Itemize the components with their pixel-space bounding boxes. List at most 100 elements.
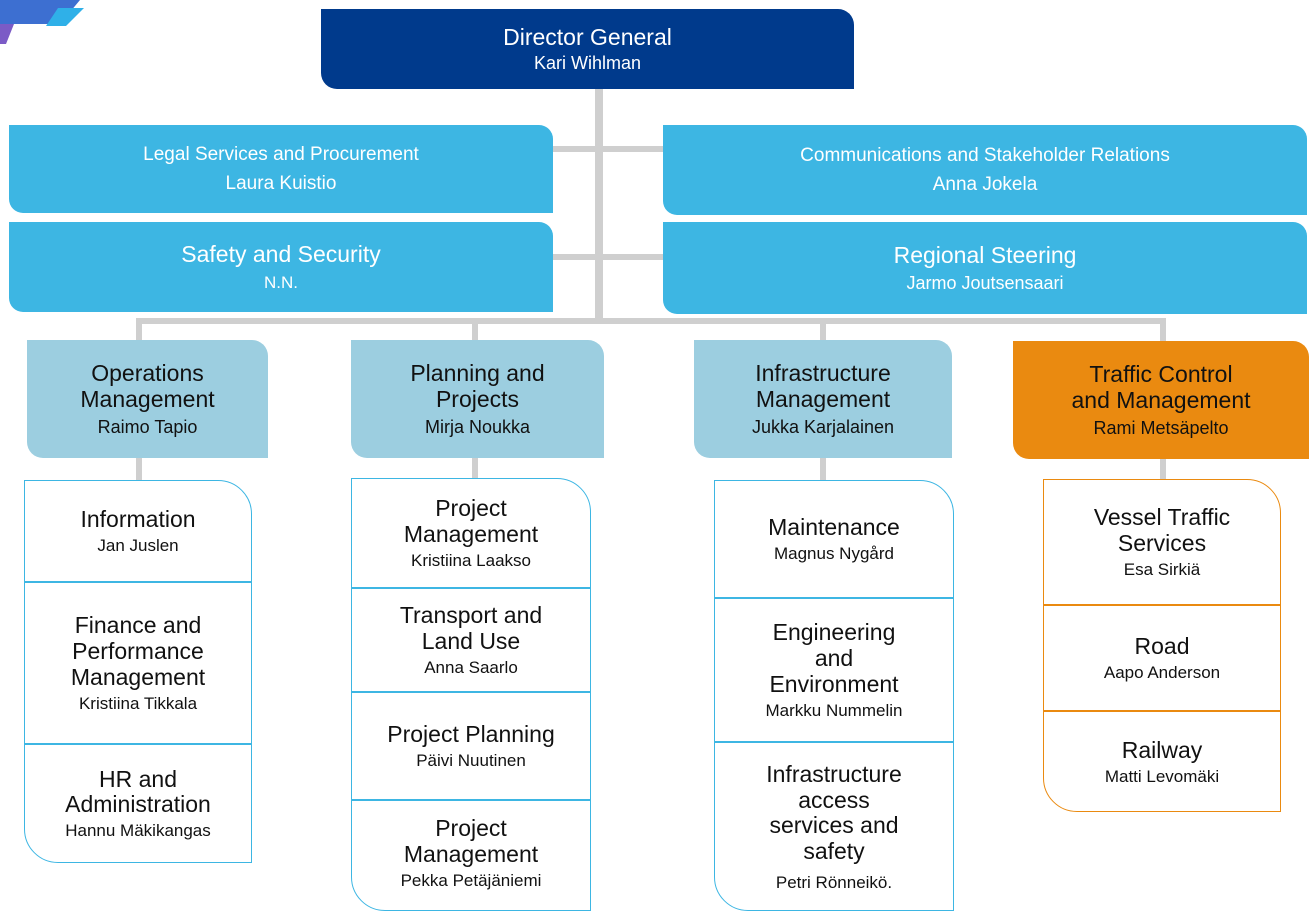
unit-title-line: Project Planning [387, 721, 555, 748]
unit-maintenance: Maintenance Magnus Nygård [715, 481, 953, 597]
unit-title-line: Infrastructure [766, 760, 902, 787]
connector-staff-row1 [550, 146, 666, 152]
unit-title-line: Information [80, 506, 196, 533]
units-infrastructure-management: Maintenance Magnus Nygård Engineering an… [714, 480, 954, 911]
unit-head-name: Matti Levomäki [1104, 766, 1220, 786]
unit-divider [25, 581, 251, 583]
department-title-line: Planning and [410, 360, 545, 387]
staff-unit-legal: Legal Services and Procurement Laura Kui… [9, 125, 553, 213]
unit-divider [352, 587, 590, 589]
unit-road: Road Aapo Anderson [1044, 606, 1280, 710]
unit-divider [1044, 604, 1280, 606]
unit-transport-land-use: Transport and Land Use Anna Saarlo [352, 589, 590, 691]
unit-head-name: Aapo Anderson [1103, 662, 1221, 682]
unit-vessel-traffic: Vessel Traffic Services Esa Sirkiä [1044, 480, 1280, 604]
unit-title-line: Vessel Traffic [1093, 504, 1231, 531]
unit-title-line: Project [435, 495, 507, 522]
unit-project-planning: Project Planning Päivi Nuutinen [352, 693, 590, 799]
unit-title-line: Land Use [421, 627, 521, 654]
staff-unit-name: Laura Kuistio [225, 172, 337, 194]
staff-unit-title: Communications and Stakeholder Relations [800, 145, 1170, 167]
unit-divider [1044, 710, 1280, 712]
department-title-line: and Management [1071, 386, 1251, 413]
unit-head-name: Kristiina Tikkala [78, 693, 198, 713]
units-operations-management: Information Jan Juslen Finance and Perfo… [24, 480, 252, 863]
department-infrastructure-management: Infrastructure Management Jukka Karjalai… [694, 340, 952, 458]
connector-dept-3 [820, 318, 826, 342]
unit-title-line: services and [769, 812, 899, 839]
unit-divider [25, 743, 251, 745]
director-name: Kari Wihlman [533, 53, 642, 74]
staff-unit-title: Regional Steering [893, 241, 1077, 268]
staff-unit-title: Safety and Security [181, 240, 381, 267]
logo-fragment [0, 0, 84, 44]
unit-engineering-environment: Engineering and Environment Markku Numme… [715, 599, 953, 741]
department-traffic-control: Traffic Control and Management Rami Mets… [1013, 341, 1309, 459]
units-traffic-control: Vessel Traffic Services Esa Sirkiä Road … [1043, 479, 1281, 812]
department-title-line: Management [80, 385, 215, 412]
connector-trunk [595, 87, 603, 323]
unit-hr-administration: HR and Administration Hannu Mäkikangas [25, 745, 251, 862]
unit-title-line: Administration [65, 791, 211, 818]
unit-head-name: Petri Rönneikö. [775, 872, 893, 892]
department-operations-management: Operations Management Raimo Tapio [27, 340, 268, 458]
connector-units-1 [136, 456, 142, 482]
unit-head-name: Hannu Mäkikangas [65, 821, 211, 841]
staff-unit-name: N.N. [264, 273, 298, 293]
unit-title-line: Management [70, 663, 206, 690]
unit-divider [715, 741, 953, 743]
unit-title-line: HR and [99, 765, 177, 792]
connector-units-3 [820, 456, 826, 482]
connector-staff-row2 [550, 254, 666, 260]
department-head-name: Rami Metsäpelto [1093, 417, 1229, 438]
unit-project-management-2: Project Management Pekka Petäjäniemi [352, 801, 590, 905]
department-head-name: Jukka Karjalainen [751, 416, 895, 437]
unit-head-name: Anna Saarlo [424, 657, 518, 677]
unit-information: Information Jan Juslen [25, 481, 251, 581]
department-title-line: Traffic Control [1089, 361, 1233, 388]
unit-title-line: Finance and [74, 612, 202, 639]
unit-title-line: Engineering [772, 619, 896, 646]
connector-dept-1 [136, 318, 142, 342]
staff-unit-communications: Communications and Stakeholder Relations… [663, 125, 1307, 215]
staff-unit-regional-steering: Regional Steering Jarmo Joutsensaari [663, 222, 1307, 314]
unit-head-name: Magnus Nygård [773, 543, 894, 563]
unit-title-line: Services [1117, 529, 1207, 556]
unit-title-line: Maintenance [768, 514, 900, 541]
unit-title-line: Performance [72, 638, 204, 665]
unit-head-name: Markku Nummelin [765, 700, 903, 720]
unit-infrastructure-access: Infrastructure access services and safet… [715, 743, 953, 910]
connector-dept-2 [472, 318, 478, 342]
department-head-name: Raimo Tapio [97, 416, 198, 437]
unit-title-line: Environment [769, 670, 899, 697]
unit-divider [352, 691, 590, 693]
staff-unit-title: Legal Services and Procurement [143, 144, 419, 166]
unit-head-name: Kristiina Laakso [410, 550, 531, 570]
unit-title-line: Transport and [399, 602, 543, 629]
director-title: Director General [503, 23, 672, 50]
unit-title-line: Management [403, 840, 539, 867]
staff-unit-name: Jarmo Joutsensaari [906, 273, 1064, 294]
unit-head-name: Jan Juslen [97, 535, 179, 555]
department-planning-projects: Planning and Projects Mirja Noukka [351, 340, 604, 458]
unit-divider [715, 597, 953, 599]
unit-title-line: access [798, 786, 870, 813]
staff-unit-safety: Safety and Security N.N. [9, 222, 553, 312]
staff-unit-name: Anna Jokela [932, 173, 1038, 195]
unit-title-line: and [814, 645, 854, 672]
department-head-name: Mirja Noukka [424, 416, 531, 437]
unit-railway: Railway Matti Levomäki [1044, 712, 1280, 811]
unit-title-line: Railway [1121, 737, 1203, 764]
unit-head-name: Pekka Petäjäniemi [400, 870, 542, 890]
connector-units-2 [472, 456, 478, 480]
unit-divider [352, 799, 590, 801]
unit-title-line: Project [435, 815, 507, 842]
connector-units-4 [1160, 458, 1166, 480]
department-title-line: Projects [435, 385, 520, 412]
department-title-line: Infrastructure [755, 360, 891, 387]
connector-departments-bus [136, 318, 1166, 324]
connector-dept-4 [1160, 318, 1166, 342]
unit-head-name: Päivi Nuutinen [416, 750, 526, 770]
unit-title-line: Management [403, 520, 539, 547]
director-general-box: Director General Kari Wihlman [321, 9, 854, 89]
